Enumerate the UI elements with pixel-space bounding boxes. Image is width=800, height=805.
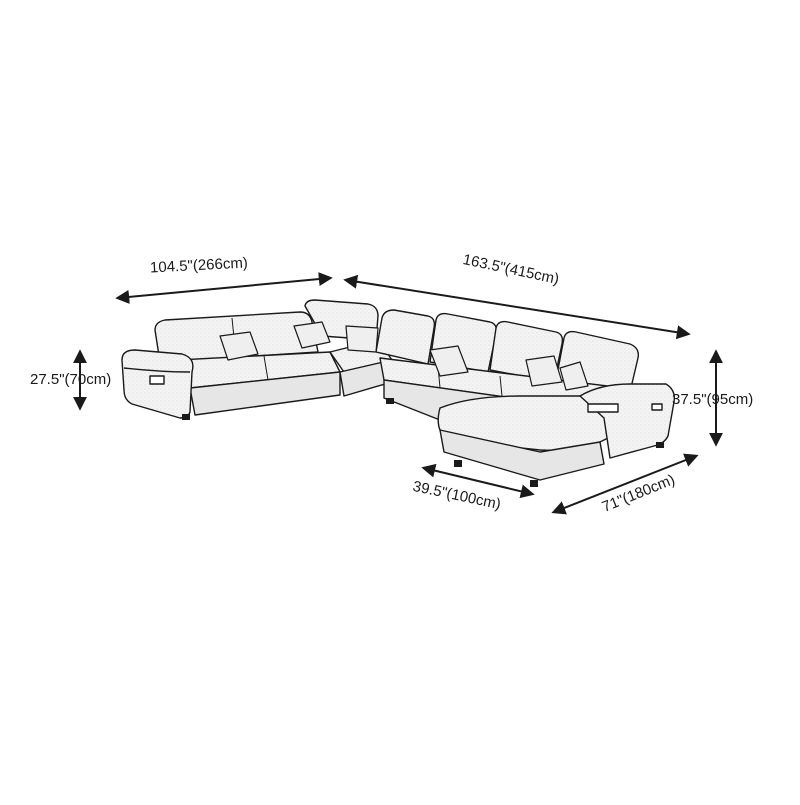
left-height-label: 27.5"(70cm) (30, 371, 112, 388)
dimension-arrows (73, 272, 723, 515)
pillow (559, 361, 589, 391)
pillow (345, 325, 379, 353)
throw-pillows (219, 321, 589, 391)
right-height-label: 37.5"(95cm) (672, 391, 754, 408)
pillow (525, 355, 563, 387)
arrow-chaise-length (551, 453, 699, 515)
pillow (293, 321, 331, 349)
left-base (189, 371, 341, 416)
pillow (219, 331, 259, 361)
arrow-right-width (343, 274, 691, 340)
arrow-left-width (115, 272, 333, 304)
sofa-body (121, 299, 676, 481)
pillow (429, 345, 469, 377)
arrow-chaise-depth (421, 463, 535, 499)
